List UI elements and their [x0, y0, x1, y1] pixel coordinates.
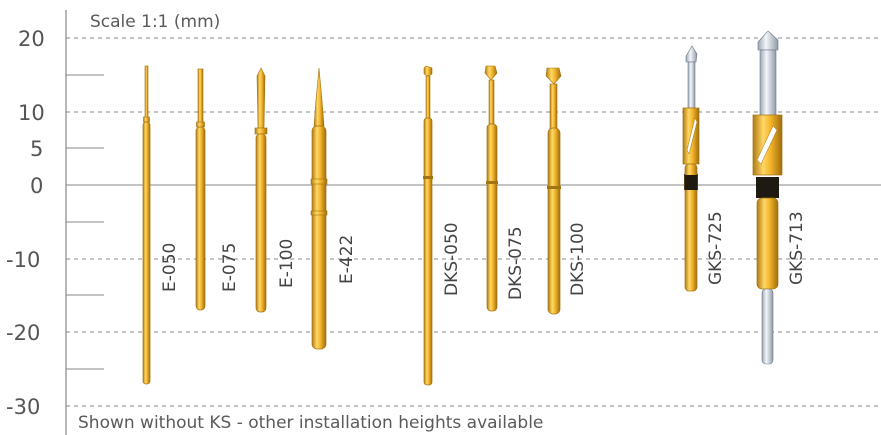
probe-crown [545, 67, 562, 85]
footnote: Shown without KS - other installation he… [78, 413, 543, 433]
probe-dks-050: DKS-050 [423, 65, 462, 386]
probe-crown [423, 65, 433, 77]
probe-barrel [255, 133, 267, 313]
probe-e-100: E-100 [254, 67, 297, 313]
minor-ticks [66, 74, 104, 370]
probe-steel-tail [761, 288, 774, 365]
probe-steel-head [757, 30, 779, 51]
probe-tip [488, 79, 495, 125]
probe-label: DKS-075 [506, 226, 526, 300]
probe-barrel [486, 123, 498, 312]
tick-label-minus30: -30 [6, 395, 40, 419]
probe-ring [310, 178, 328, 185]
probe-knurl-overlay [685, 175, 697, 190]
probe-gks-725: GKS-725 [682, 45, 726, 292]
scale-label: Scale 1:1 (mm) [90, 12, 220, 32]
probe-gks-713: GKS-713 [752, 30, 807, 365]
probe-e-050: E-050 [142, 65, 180, 385]
probe-steel-head [685, 45, 698, 63]
probe-barrel [311, 125, 327, 350]
probe-barrel [423, 117, 433, 386]
probe-tip [313, 67, 325, 127]
probe-tip [549, 83, 558, 131]
probe-collar [196, 121, 205, 128]
probe-ring [423, 176, 433, 179]
probe-tip [197, 68, 204, 125]
probe-steel-plunger [759, 49, 777, 117]
probe-collar [254, 127, 268, 135]
probe-ring [310, 210, 328, 216]
probe-e-422: E-422 [310, 67, 357, 350]
probe-label: GKS-725 [706, 211, 726, 285]
probe-label: E-100 [277, 239, 297, 288]
probe-dks-075: DKS-075 [484, 65, 526, 312]
probe-tip [425, 75, 431, 121]
probe-sleeve-window [686, 117, 698, 155]
tick-label-minus10: -10 [6, 248, 40, 272]
tick-label-5: 5 [30, 137, 43, 161]
probe-e-075: E-075 [195, 68, 240, 311]
tick-label-20: 20 [18, 27, 45, 51]
probe-crown [484, 65, 498, 81]
probe-tip [256, 67, 266, 129]
probe-ring [547, 186, 561, 189]
probe-barrel [142, 121, 151, 385]
probe-label: DKS-050 [442, 222, 462, 296]
probe-label: E-050 [160, 243, 180, 292]
probe-knurl [756, 177, 779, 198]
probe-barrel [756, 197, 779, 290]
probe-label: GKS-713 [787, 211, 807, 285]
tick-label-0: 0 [30, 174, 43, 198]
probe-ring [486, 181, 498, 184]
probe-sleeve-window [756, 125, 778, 165]
probe-barrel [684, 163, 698, 292]
tick-label-10: 10 [18, 101, 45, 125]
probe-steel-plunger [687, 61, 696, 109]
tick-label-minus20: -20 [6, 321, 40, 345]
probe-tip [144, 65, 149, 119]
probe-label: E-422 [337, 235, 357, 284]
probe-label: DKS-100 [568, 222, 588, 296]
probe-barrel [547, 127, 561, 315]
probe-label: E-075 [220, 243, 240, 292]
probe-collar [143, 116, 150, 123]
probe-barrel [195, 126, 206, 311]
probe-dks-100: DKS-100 [545, 67, 588, 315]
